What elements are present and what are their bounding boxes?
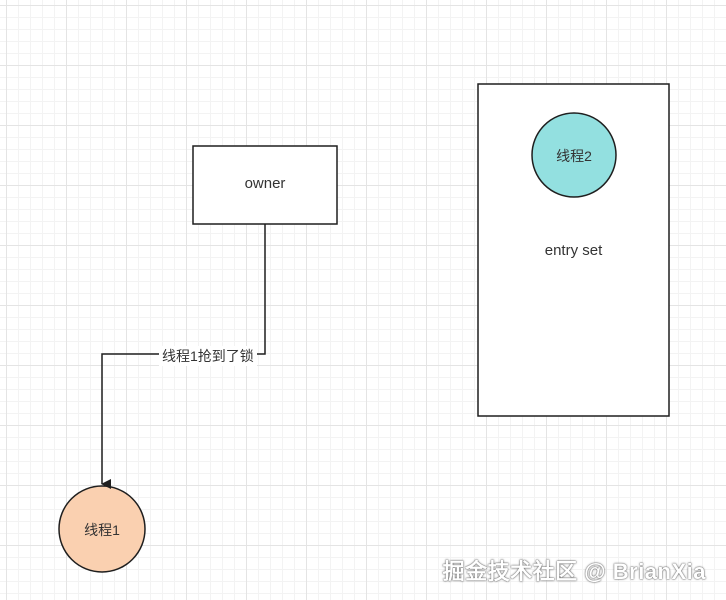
- owner-box[interactable]: [192, 145, 338, 225]
- owner-label: owner: [244, 175, 286, 192]
- watermark: 掘金技术社区 @ BrianXia: [442, 559, 706, 584]
- entry-set-label: entry set: [544, 242, 603, 259]
- edge-label-lock-acquired: 线程1抢到了锁: [159, 346, 257, 366]
- thread2-label: 线程2: [556, 148, 592, 164]
- thread1-label: 线程1: [84, 522, 120, 538]
- thread2-circle[interactable]: [531, 112, 617, 198]
